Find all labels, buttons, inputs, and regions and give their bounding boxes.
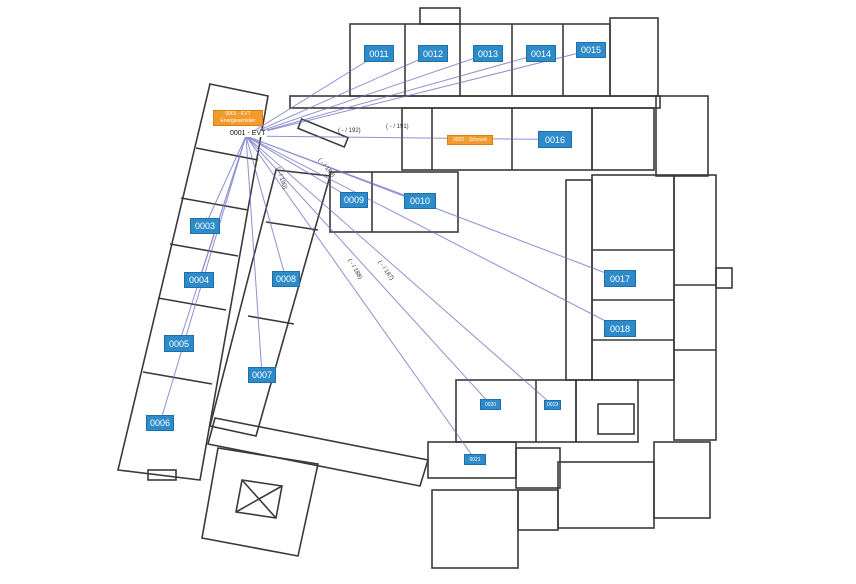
- connection-0007: [245, 135, 263, 376]
- room-label-0021[interactable]: 0021: [464, 454, 486, 465]
- room-label-0008[interactable]: 0008: [272, 271, 300, 287]
- cabinet-0002[interactable]: 0002 - Schrank: [447, 135, 493, 145]
- connection-0013: [245, 53, 489, 137]
- room-label-0018[interactable]: 0018: [604, 320, 636, 337]
- room-label-0005[interactable]: 0005: [164, 335, 194, 352]
- connection-0008: [245, 135, 287, 280]
- connection-0018: [245, 135, 621, 329]
- distribution-board-id-label: 0001 - EVT: [228, 130, 268, 137]
- room-label-0004[interactable]: 0004: [184, 272, 214, 288]
- room-label-0014[interactable]: 0014: [526, 45, 556, 62]
- room-label-0016[interactable]: 0016: [538, 131, 572, 148]
- room-label-0010[interactable]: 0010: [404, 193, 436, 209]
- room-label-0007[interactable]: 0007: [248, 367, 276, 383]
- room-label-0013[interactable]: 0013: [473, 45, 503, 62]
- building-walls: [117, 7, 733, 569]
- distribution-board-0001[interactable]: 0001 - EVT Energieverteiler: [213, 110, 263, 126]
- annotation-187: ( - / 187): [376, 260, 394, 282]
- room-label-0020[interactable]: 0020: [480, 399, 501, 410]
- distribution-board-code: 0001 - EVT: [225, 111, 251, 117]
- room-label-0006[interactable]: 0006: [146, 415, 174, 431]
- connection-lines: [159, 49, 621, 460]
- room-label-0017[interactable]: 0017: [604, 270, 636, 287]
- connection-0019: [245, 135, 553, 406]
- annotation-191: ( - / 191): [386, 124, 409, 130]
- room-label-0015[interactable]: 0015: [576, 42, 606, 58]
- room-label-0003[interactable]: 0003: [190, 218, 220, 234]
- connection-0014: [245, 53, 542, 137]
- room-label-0009[interactable]: 0009: [340, 192, 368, 208]
- distribution-board-type: Energieverteiler: [220, 118, 256, 124]
- connection-0016: [245, 135, 556, 140]
- connection-0012: [245, 53, 434, 137]
- annotation-192: ( - / 192): [338, 128, 361, 134]
- connection-0003: [204, 135, 247, 227]
- connection-0020: [245, 135, 491, 405]
- room-label-0012[interactable]: 0012: [418, 45, 448, 62]
- connection-0021: [245, 135, 476, 460]
- connection-0005: [178, 135, 247, 344]
- room-label-0011[interactable]: 0011: [364, 45, 394, 62]
- connection-0011: [245, 53, 380, 137]
- connection-0015: [245, 49, 592, 137]
- room-label-0019[interactable]: 0019: [544, 400, 561, 410]
- connection-0009: [245, 135, 355, 201]
